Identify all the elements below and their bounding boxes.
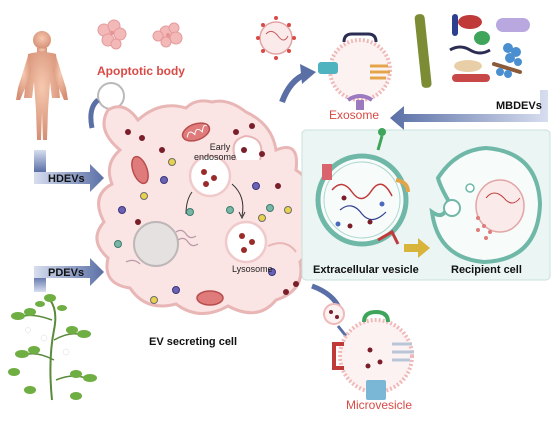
pdevs-label: PDEVs bbox=[48, 267, 85, 279]
apoptotic-arrow bbox=[88, 98, 100, 129]
microbes-icon bbox=[414, 14, 530, 88]
endosome-cargo bbox=[201, 169, 217, 187]
exosome-label: Exosome bbox=[329, 108, 380, 122]
hdevs-arrow bbox=[34, 150, 104, 192]
recipient-cell-label: Recipient cell bbox=[451, 264, 522, 276]
intracellular-vesicles bbox=[114, 123, 299, 304]
lysosome-label: Lysosome bbox=[232, 264, 273, 274]
er-icon bbox=[125, 229, 199, 265]
lysosome-arrow-head bbox=[238, 211, 246, 220]
extracellular-vesicle-icon bbox=[315, 128, 410, 247]
small-vesicle-icon bbox=[323, 303, 345, 325]
plant-icon bbox=[8, 294, 97, 401]
apoptotic-vesicle-icon bbox=[97, 82, 125, 110]
mitochondrion-icon bbox=[131, 122, 224, 306]
microvesicle-arrow-2 bbox=[336, 325, 348, 337]
extracellular-vesicle-label: Extracellular vesicle bbox=[313, 264, 419, 276]
early-endosome-icon bbox=[188, 154, 232, 198]
mbdevs-arrow bbox=[390, 90, 548, 130]
apoptotic-body-icon bbox=[97, 19, 183, 50]
pdevs-arrow bbox=[34, 258, 104, 292]
lysosome-cargo bbox=[239, 233, 255, 253]
hdevs-label: HDEVs bbox=[48, 173, 85, 185]
microvesicle-label: Microvesicle bbox=[346, 398, 413, 412]
early-endosome-label-line2: endosome bbox=[194, 152, 237, 162]
exosome-arrow-head bbox=[300, 64, 316, 84]
microvesicle-icon bbox=[332, 309, 414, 400]
transfer-arrow bbox=[404, 238, 430, 258]
early-endosome-label-line1: Early bbox=[209, 142, 231, 152]
endosome-to-lysosome-arrow bbox=[231, 183, 244, 217]
human-figure-icon bbox=[16, 31, 68, 140]
mbdevs-label: MBDEVs bbox=[496, 100, 542, 112]
nucleus-icon bbox=[133, 221, 179, 267]
apoptotic-body-label: Apoptotic body bbox=[97, 64, 185, 78]
ev-secreting-cell-label: EV secreting cell bbox=[149, 336, 238, 348]
small-vesicle-cargo bbox=[329, 310, 339, 319]
exosome-icon bbox=[318, 32, 392, 110]
virus-icon bbox=[256, 16, 296, 60]
lysosome-icon bbox=[224, 220, 268, 264]
recipient-cell-icon bbox=[429, 145, 543, 265]
